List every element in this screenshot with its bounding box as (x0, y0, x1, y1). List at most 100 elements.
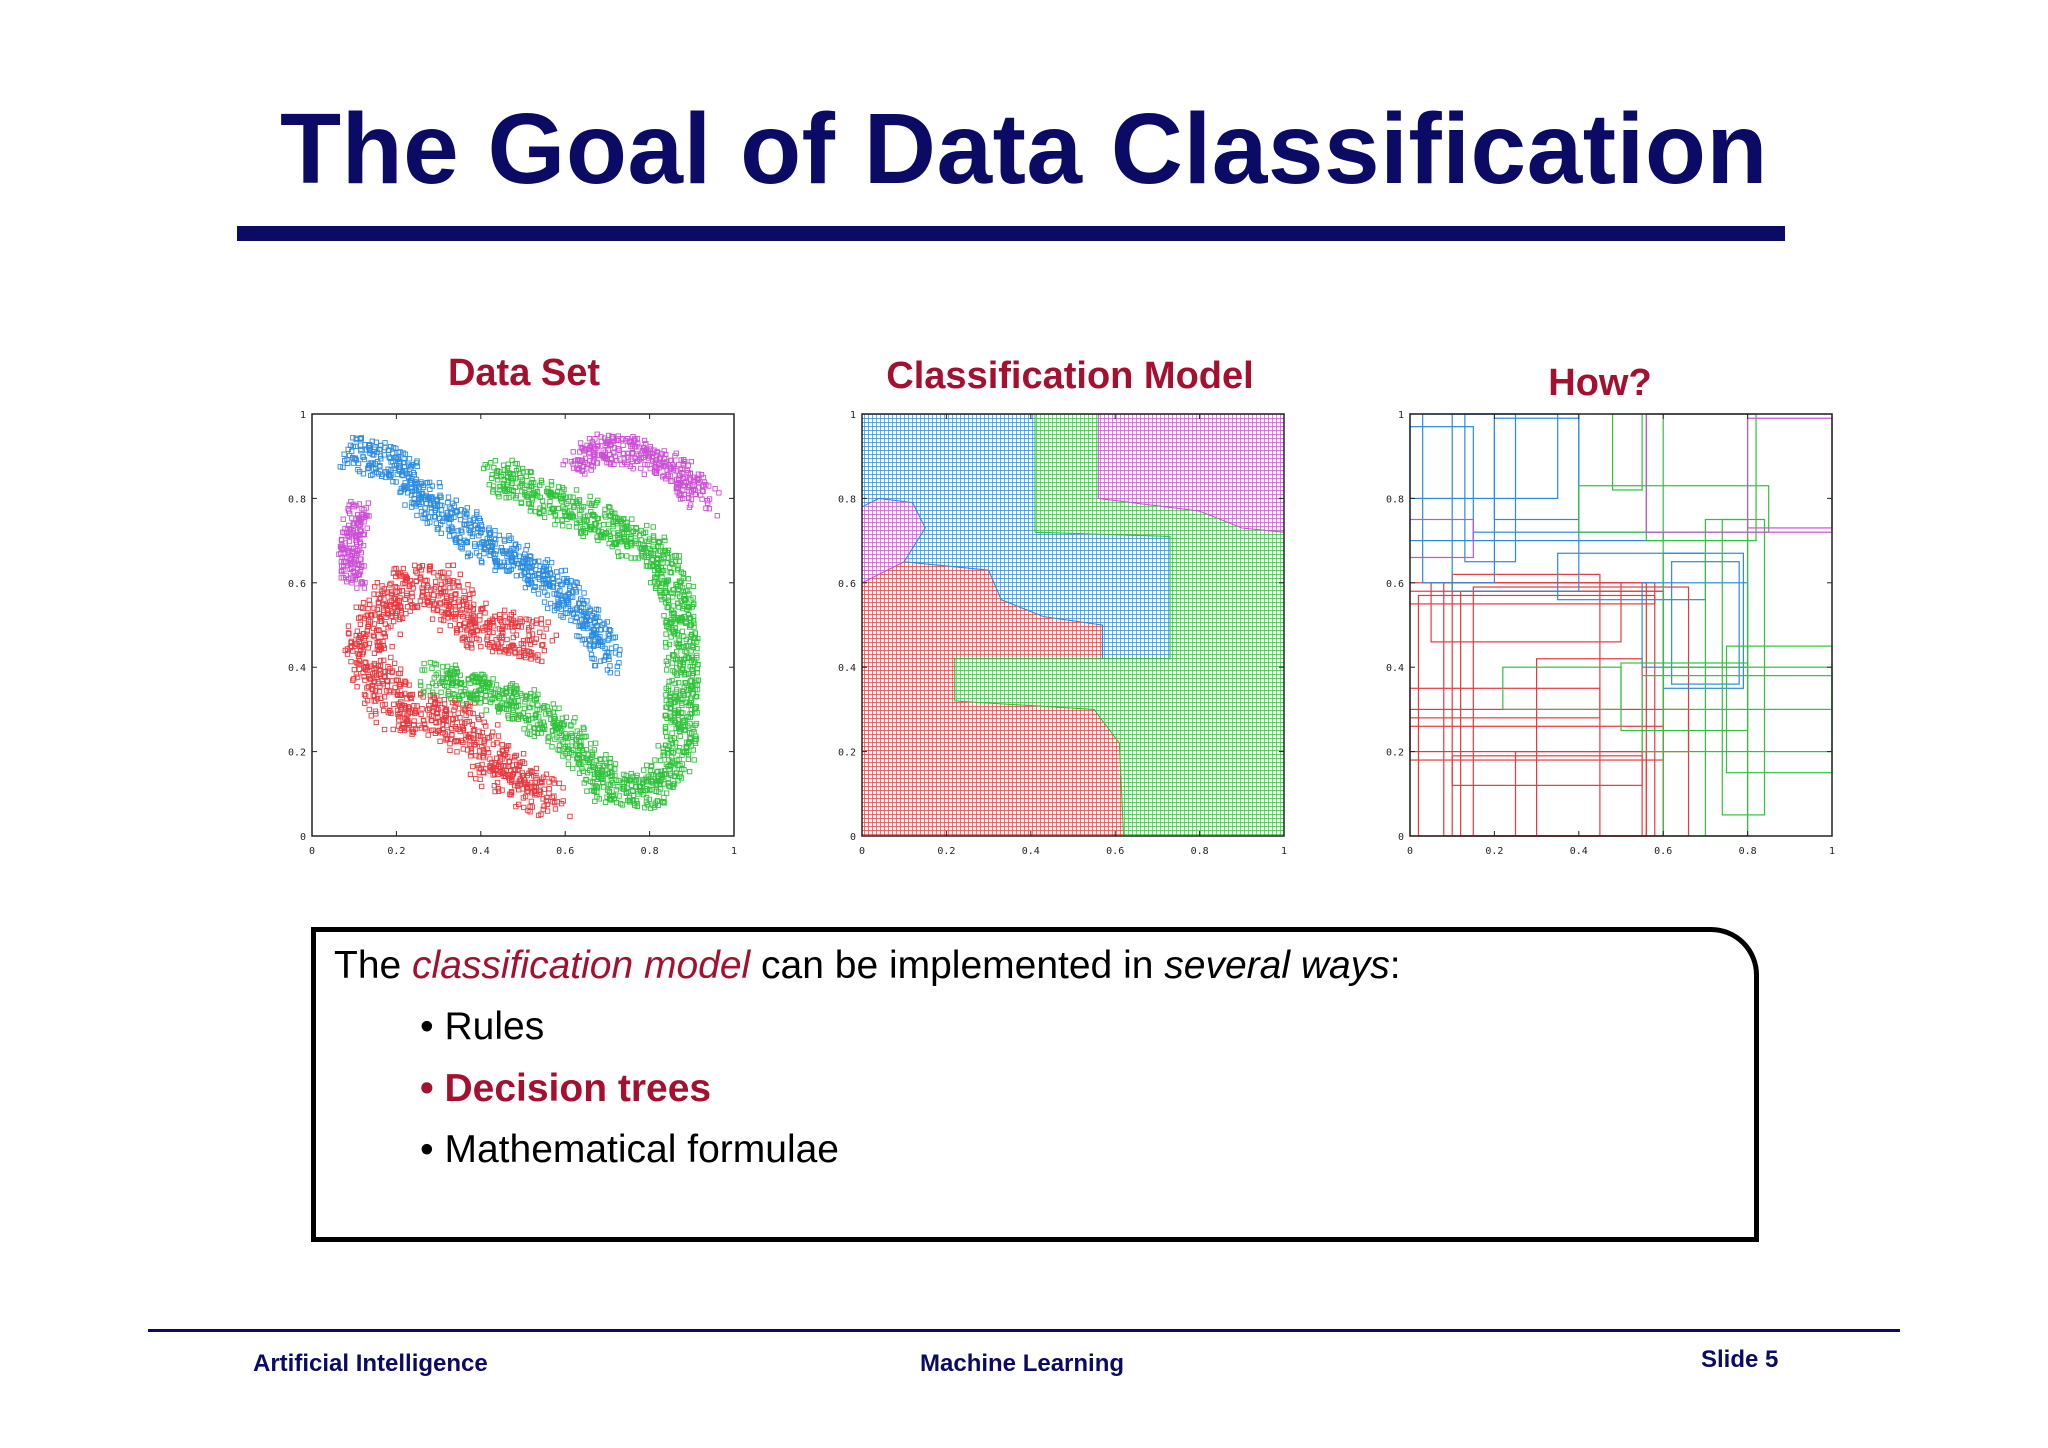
data-point (671, 735, 678, 741)
data-point (424, 479, 430, 486)
data-point (455, 701, 461, 707)
data-point (654, 448, 660, 455)
data-point (398, 692, 404, 698)
data-point (661, 567, 667, 574)
data-point (694, 645, 700, 652)
data-point (549, 744, 555, 750)
data-point (485, 749, 492, 756)
data-point (461, 720, 468, 727)
data-point (520, 640, 527, 647)
data-point (682, 724, 688, 730)
data-point (463, 539, 469, 546)
data-point (545, 738, 551, 745)
data-point (645, 779, 651, 785)
data-point (456, 603, 463, 609)
data-point (589, 655, 595, 661)
box-red (1451, 755, 1643, 786)
data-point (657, 456, 663, 462)
data-point (694, 477, 701, 483)
data-point (361, 456, 368, 463)
data-point (515, 787, 522, 793)
data-point (633, 775, 640, 781)
data-point (692, 738, 698, 744)
data-point (393, 677, 399, 684)
data-point (354, 529, 360, 535)
data-point (367, 619, 374, 625)
box-red (1451, 573, 1601, 837)
data-point (679, 761, 685, 767)
data-point (541, 786, 547, 792)
data-point (661, 460, 667, 467)
data-point (547, 503, 553, 509)
data-point (357, 539, 363, 545)
data-point (503, 747, 510, 753)
data-point (600, 779, 606, 785)
data-point (340, 575, 347, 581)
data-point (486, 531, 492, 537)
box-red (1409, 582, 1656, 605)
data-point (464, 538, 470, 545)
data-point (610, 793, 617, 799)
data-point (364, 525, 370, 531)
data-point (588, 741, 594, 747)
data-point (611, 530, 617, 536)
data-point (387, 443, 394, 450)
data-point (497, 702, 504, 708)
data-point (513, 632, 520, 638)
data-point (447, 747, 453, 753)
x-tick-label: 1 (731, 846, 737, 857)
data-point (445, 609, 451, 616)
data-point (683, 642, 690, 649)
data-point (457, 672, 463, 678)
data-point (659, 774, 666, 780)
data-point (662, 537, 668, 544)
data-point (437, 483, 443, 490)
data-point (492, 527, 498, 534)
data-point (624, 553, 630, 559)
data-point (681, 727, 688, 733)
data-point (391, 701, 397, 707)
data-point (373, 687, 379, 694)
data-point (474, 526, 481, 532)
data-point (500, 549, 506, 555)
box-red (1472, 586, 1690, 837)
data-point (339, 554, 345, 560)
data-point (555, 489, 561, 495)
data-point (670, 587, 676, 593)
data-point (396, 572, 403, 578)
data-point (464, 606, 470, 612)
data-point (451, 707, 457, 713)
data-point (556, 705, 562, 711)
data-point (426, 683, 432, 690)
data-point (356, 615, 362, 621)
data-point (655, 564, 662, 570)
data-point (438, 507, 445, 513)
data-point (607, 452, 613, 458)
data-point (421, 688, 427, 694)
footer-rule (148, 1329, 1900, 1332)
data-point (445, 691, 451, 697)
data-point (501, 695, 507, 702)
data-point (536, 576, 543, 583)
data-point (587, 767, 593, 773)
box-magenta (1409, 518, 1474, 559)
data-point (407, 598, 414, 604)
data-point (555, 596, 561, 602)
data-point (480, 746, 486, 753)
data-point (691, 483, 698, 489)
data-point (492, 771, 498, 777)
data-point (419, 594, 425, 600)
data-point (492, 760, 498, 766)
data-point (549, 728, 556, 734)
data-point (540, 774, 547, 780)
data-point (400, 722, 406, 728)
data-point (528, 483, 534, 489)
data-point (669, 611, 675, 617)
data-point (581, 516, 587, 523)
data-point (555, 573, 561, 580)
data-point (354, 628, 360, 634)
data-point (478, 643, 484, 650)
data-point (341, 451, 347, 457)
data-point (503, 763, 509, 769)
data-point (407, 578, 414, 584)
